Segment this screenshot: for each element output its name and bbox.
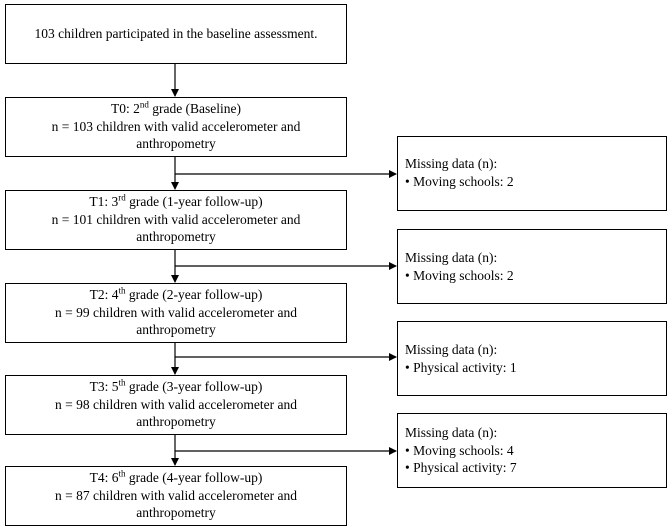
stage-heading: T1: 3rd grade (1-year follow-up) [89, 192, 263, 209]
stage-box-t3: T3: 5th grade (3-year follow-up) n = 98 … [5, 375, 347, 435]
stage-heading: T3: 5th grade (3-year follow-up) [89, 377, 263, 394]
missing-item: • Moving schools: 2 [405, 267, 514, 283]
missing-box-1: Missing data (n): • Moving schools: 2 [397, 136, 667, 211]
stage-heading: T0: 2nd grade (Baseline) [110, 99, 242, 116]
stage-measure: anthropometry [136, 322, 216, 337]
stage-heading: T2: 4th grade (2-year follow-up) [89, 285, 263, 302]
missing-item: • Moving schools: 4 [405, 442, 514, 458]
stage-box-t2: T2: 4th grade (2-year follow-up) n = 99 … [5, 283, 347, 343]
missing-item: • Moving schools: 2 [405, 173, 514, 189]
missing-box-2: Missing data (n): • Moving schools: 2 [397, 229, 667, 304]
missing-item: • Physical activity: 1 [405, 359, 517, 375]
stage-count: n = 98 children with valid accelerometer… [55, 396, 297, 412]
missing-box-3: Missing data (n): • Physical activity: 1 [397, 321, 667, 396]
stage-box-t1: T1: 3rd grade (1-year follow-up) n = 101… [5, 190, 347, 250]
missing-item: • Physical activity: 7 [405, 460, 517, 475]
stage-count: n = 103 children with valid acceleromete… [51, 118, 301, 134]
stage-heading: T4: 6th grade (4-year follow-up) [89, 468, 263, 485]
stage-measure: anthropometry [136, 505, 216, 520]
stage-box-t0: T0: 2nd grade (Baseline) n = 103 childre… [5, 97, 347, 157]
start-text: 103 children participated in the baselin… [34, 26, 318, 42]
missing-title: Missing data (n): [405, 425, 498, 440]
stage-measure: anthropometry [136, 136, 216, 151]
missing-box-4: Missing data (n): • Moving schools: 4 • … [397, 413, 667, 488]
stage-measure: anthropometry [136, 414, 216, 429]
missing-title: Missing data (n): [405, 250, 498, 265]
stage-count: n = 101 children with valid acceleromete… [51, 211, 301, 227]
missing-title: Missing data (n): [405, 156, 498, 171]
stage-count: n = 99 children with valid accelerometer… [55, 304, 297, 320]
stage-count: n = 87 children with valid accelerometer… [55, 487, 297, 503]
start-box: 103 children participated in the baselin… [5, 4, 347, 64]
missing-title: Missing data (n): [405, 342, 498, 357]
stage-box-t4: T4: 6th grade (4-year follow-up) n = 87 … [5, 466, 347, 526]
stage-measure: anthropometry [136, 229, 216, 244]
